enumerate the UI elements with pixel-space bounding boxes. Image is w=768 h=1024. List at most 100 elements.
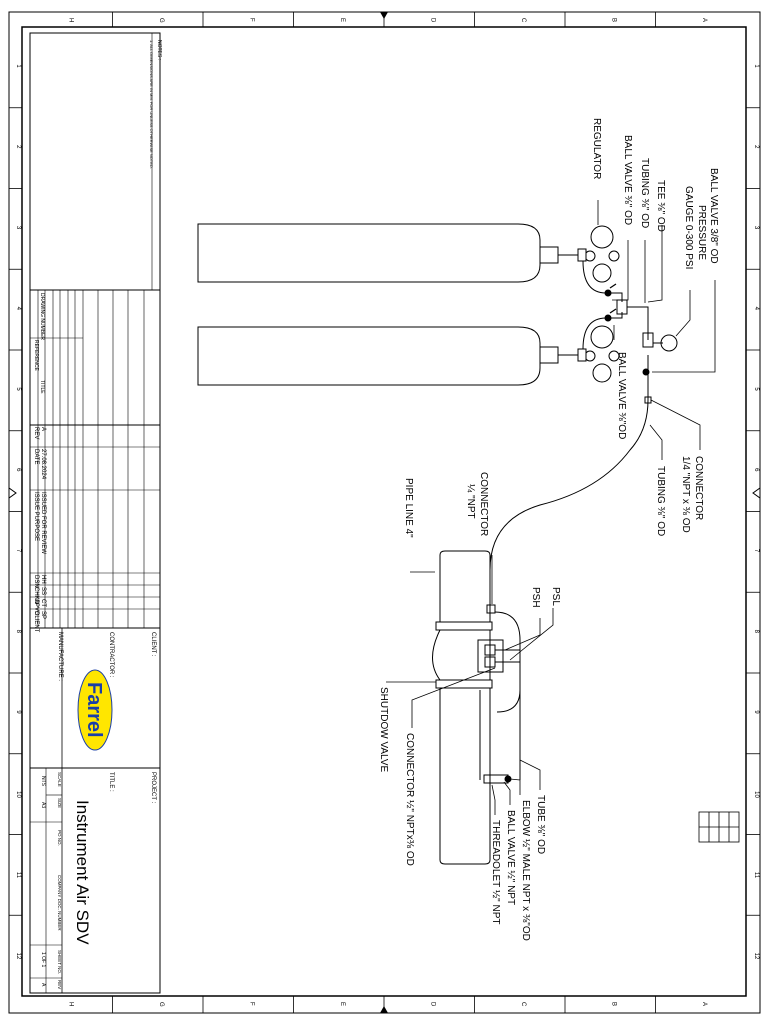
zone-letter-bottom: H [67,1002,73,1006]
drawing-title: Instrument Air SDV [73,800,92,945]
label-tubing: TUBING ⅜" OD [639,158,650,228]
label-elbow: ELBOW ½" MALE NPT x ⅜"OD [520,800,531,941]
title-label: TITLE : [108,772,114,792]
zone-number-right: 3 [753,226,759,230]
label-pressure-2: GAUGE 0-300 PSI [683,186,694,269]
center-mark-bottom [380,1006,388,1013]
rev-value: A [40,983,46,987]
zone-number-left: 12 [15,953,21,960]
zone-letter-top: A [701,18,707,22]
zone-number-left: 1 [15,64,21,68]
label-tube-od: TUBE ⅜" OD [535,795,546,854]
label-shutdown-valve: SHUTDOW VALVE [378,687,389,773]
revision-cell: A [40,427,46,431]
zone-number-left: 6 [15,468,21,472]
zone-letter-bottom: F [248,1002,254,1006]
drawing-number-label: DRAWING NUMBER [39,293,45,340]
label-regulator: REGULATOR [591,118,602,179]
title-col-label: TITLE [39,380,45,394]
po-no-label: PO NO. [57,830,62,846]
label-connector-npt-1: CONNECTOR [478,472,489,536]
revision-cell: SP [40,611,46,619]
size-value: A3 [40,802,46,808]
revision-cell: HH [40,575,46,584]
zone-letter-top: D [429,18,435,23]
size-label: SIZE [57,798,62,808]
revision-header-cell: APVD [33,599,39,616]
label-ball-valve-od: BALL VALVE ⅜" OD [622,135,633,225]
zone-letter-bottom: E [339,1002,345,1006]
zone-letter-bottom: C [520,1002,526,1007]
rev-label: REV [57,980,62,989]
farrel-logo: Farrel [77,669,113,751]
zone-letter-top: B [610,18,616,22]
label-psh: PSH [530,587,541,608]
inner-border [21,26,747,997]
pipe-line [432,550,493,865]
zone-ticks [9,12,760,1013]
label-pipe-line: PIPE LINE 4" [403,478,414,538]
ball-valves-regulator [604,283,617,322]
notes-block: NOTES : 1. ALL DIMENSIONS ARE IN MM. FOR… [149,40,162,169]
regulator-1 [577,225,620,283]
shutdown-valve [477,604,521,784]
pressure-gauge [642,332,678,404]
reference-label: REFERENCE [33,340,39,372]
zone-letter-top: E [339,18,345,22]
zone-number-left: 7 [15,549,21,553]
zone-letter-top: H [67,18,73,22]
zone-letters: A A B B C C D D E E F F G G H H [67,18,707,1007]
label-threadolet: THREADOLET ½" NPT [490,820,501,925]
revision-cell: SS [40,587,46,595]
revision-cell: 27.08.2024 [40,449,46,480]
notes-line-1: 1. ALL DIMENSIONS ARE IN MM. FOR UNLESS … [149,40,154,169]
zone-number-left: 10 [15,791,21,798]
zone-number-left: 5 [15,387,21,391]
revision-header-cell: ISSUE PURPOSE [33,492,39,541]
contractor-label: CONTRACTOR : [108,632,114,678]
manufacture-label: MANUFACTURE : [57,632,63,681]
gas-cylinder-2 [197,326,578,386]
zone-number-right: 9 [753,710,759,714]
scale-value: NTS [40,776,46,787]
label-pressure-1: PRESSURE [696,205,707,260]
zone-letter-bottom: D [429,1002,435,1007]
zone-number-left: 9 [15,710,21,714]
zone-letter-top: G [158,18,164,23]
zone-number-right: 8 [753,630,759,634]
zone-number-right: 10 [753,791,759,798]
right-revision-grid [698,811,740,843]
label-ball-valve-npt: BALL VALVE ½" NPT [505,810,516,905]
zone-number-left: 4 [15,307,21,311]
gas-cylinder-1 [197,223,578,283]
zone-letter-bottom: G [158,1002,164,1007]
center-mark-left [8,487,17,499]
label-tee: TEE ⅜" OD [655,180,666,232]
notes-heading: NOTES : [156,40,162,60]
zone-number-left: 3 [15,226,21,230]
label-connector-half: CONNECTOR ½" NPTx⅜ OD [404,733,415,866]
logo-text: Farrel [83,682,105,738]
sheet-value: 1 OF 1 [40,952,46,968]
label-tubing-lower: TUBING ⅜" OD [655,466,666,536]
label-ball-valve-mid: BALL VALVE ⅜"OD [616,352,627,439]
zone-number-right: 6 [753,468,759,472]
zone-letter-top: F [248,18,254,22]
zone-number-right: 12 [753,953,759,960]
company-doc-label: COMPANY DOC. NUMBER [57,875,62,931]
zone-number-left: 11 [15,872,21,879]
label-ball-valve-top: BALL VALVE 3/8" OD [708,168,719,264]
zone-letter-top: C [520,18,526,23]
center-mark-top [380,12,388,19]
label-psl: PSL [550,587,561,606]
client-label: CLIENT : [150,632,156,657]
center-mark-right [752,487,761,499]
zone-letter-bottom: B [610,1002,616,1006]
title-block [29,32,161,994]
zone-letter-bottom: A [701,1002,707,1006]
zone-number-right: 7 [753,549,759,553]
label-connector-top-2: 1/4 "NPT x ⅜ OD [680,456,691,533]
scale-label: SCALE [57,772,62,787]
regulator-2 [577,325,620,383]
